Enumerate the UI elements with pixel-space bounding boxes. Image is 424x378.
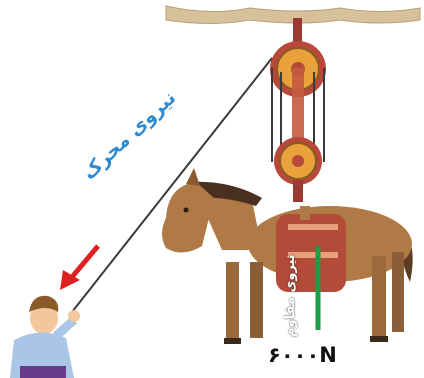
load-value-label: ۶۰۰۰N	[268, 343, 338, 367]
ceiling-beam	[165, 5, 421, 24]
load-bag	[276, 206, 346, 292]
pulley-hanger	[293, 18, 302, 42]
effort-arrow	[60, 244, 100, 290]
resistance-force-label: نیروی مقاوم	[283, 254, 298, 337]
pull-rope	[71, 57, 273, 313]
lower-pulley	[274, 137, 322, 202]
boy-figure	[10, 295, 80, 378]
